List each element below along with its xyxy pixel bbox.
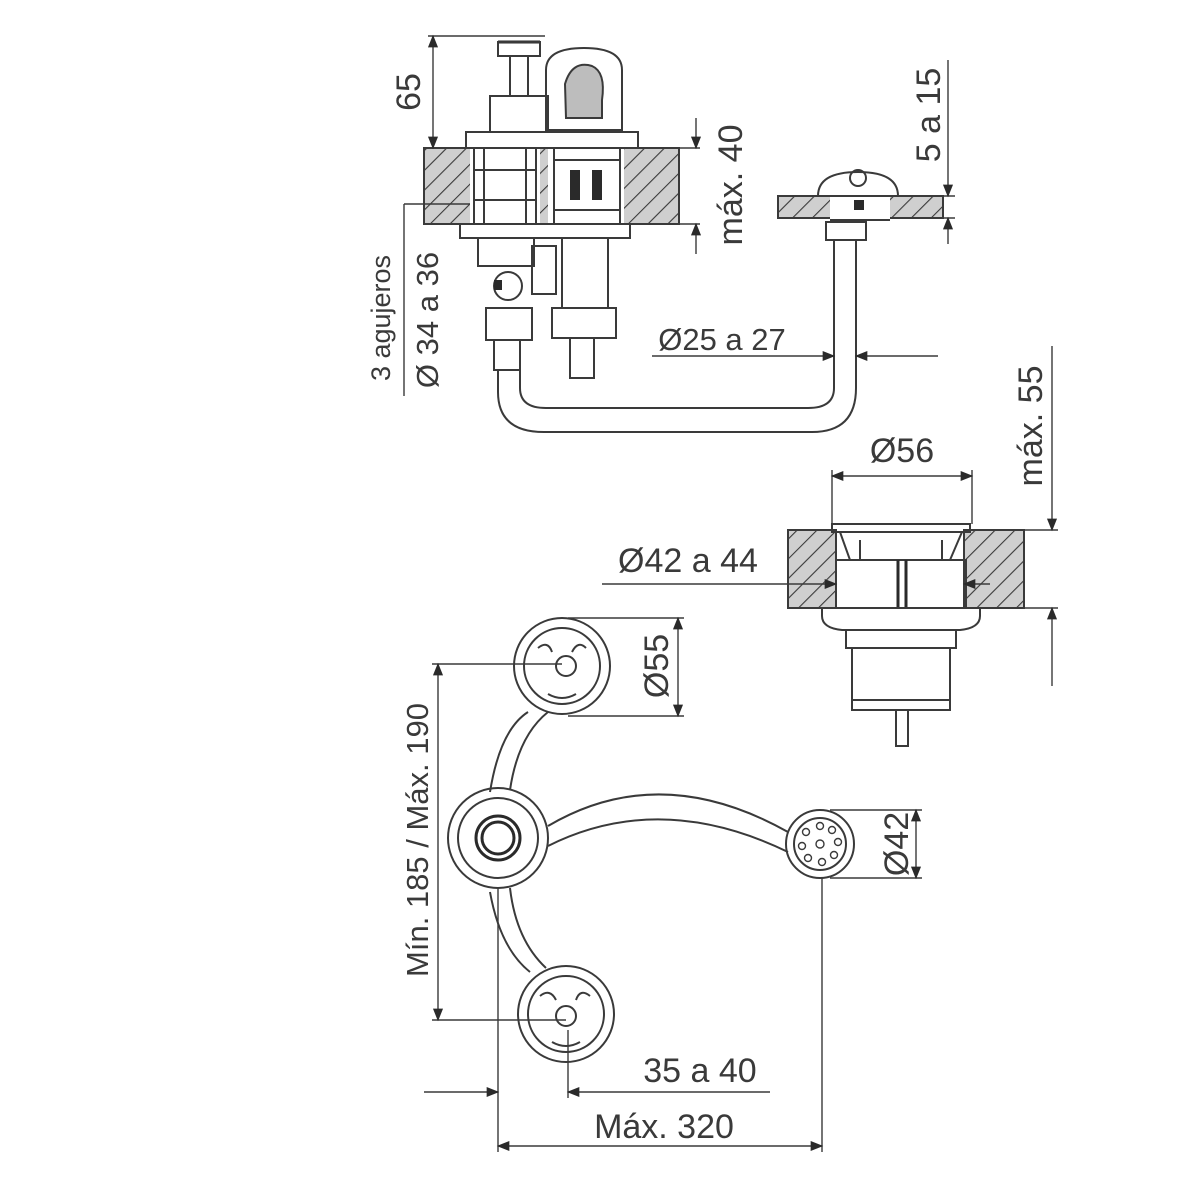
plan-view: Ø55 Ø42 Mín. 185 / Máx. 190 35 a 40 [400, 616, 922, 1152]
mixer-handle [545, 46, 623, 225]
label-max-40: máx. 40 [712, 125, 750, 246]
tube-spout [547, 793, 789, 833]
dim-25-27: Ø25 a 27 [652, 322, 938, 362]
dim-35-40: 35 a 40 [424, 888, 770, 1152]
mixer-section-view: 65 máx. 40 5 a 15 3 agujeros Ø 34 a 36 [366, 34, 955, 433]
drain-section-view: Ø56 Ø42 a 44 máx. 55 [602, 346, 1058, 747]
drain-slab-left [787, 529, 837, 609]
tube-lower [489, 891, 531, 973]
center-mixer-plan [447, 787, 549, 889]
label-56: Ø56 [870, 432, 934, 470]
label-5-15: 5 a 15 [910, 68, 948, 163]
dim-42-44: Ø42 a 44 [602, 542, 990, 590]
dim-holes: 3 agujeros Ø 34 a 36 [366, 203, 470, 396]
label-holes-count: 3 agujeros [366, 255, 396, 381]
label-holes-diameter: Ø 34 a 36 [410, 252, 445, 388]
dim-min-max-span: Mín. 185 / Máx. 190 [400, 662, 566, 1022]
label-max-320: Máx. 320 [594, 1108, 734, 1146]
upper-handle-plan [513, 617, 611, 715]
dim-max-55: máx. 55 [1012, 346, 1058, 686]
label-42-44: Ø42 a 44 [618, 542, 758, 580]
connection-hose [497, 221, 867, 433]
dim-65: 65 [390, 34, 545, 150]
label-25-27: Ø25 a 27 [658, 322, 786, 357]
label-min-max-span: Mín. 185 / Máx. 190 [400, 703, 435, 977]
drain-slab-right [963, 529, 1025, 609]
dim-42: Ø42 [830, 808, 922, 880]
label-max-55: máx. 55 [1012, 366, 1050, 487]
spout-head [816, 169, 900, 221]
lower-fittings [485, 237, 617, 379]
dim-55: Ø55 [568, 616, 684, 718]
tube-upper [489, 711, 529, 793]
lower-handle-plan [517, 965, 615, 1063]
dim-56: Ø56 [830, 432, 974, 524]
diverter-valve [459, 40, 639, 267]
label-65: 65 [390, 73, 428, 111]
label-35-40: 35 a 40 [643, 1052, 756, 1090]
spout-plan [785, 809, 855, 879]
dim-5-15: 5 a 15 [900, 60, 955, 244]
dim-max-320: Máx. 320 [496, 878, 824, 1152]
label-55: Ø55 [638, 634, 676, 698]
label-42: Ø42 [878, 812, 916, 876]
dim-max-40: máx. 40 [640, 118, 750, 254]
